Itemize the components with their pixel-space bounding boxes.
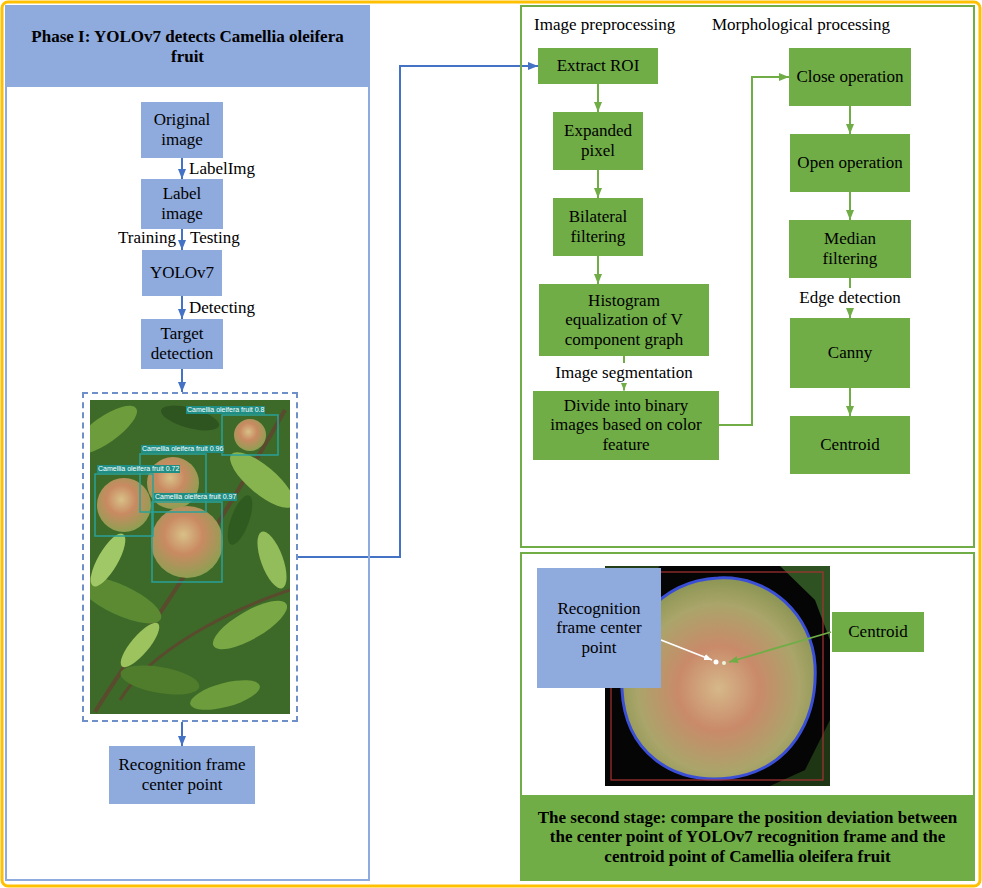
leaf — [115, 618, 165, 672]
process-box: YOLOv7 — [142, 250, 222, 296]
process-box: Target detection — [141, 319, 223, 369]
process-box: Open operation — [790, 134, 910, 192]
panel-heading: Phase I: YOLOv7 detects Camellia oleifer… — [7, 7, 368, 87]
flow-arrow — [849, 388, 851, 416]
fruit — [234, 419, 266, 451]
leaf — [187, 674, 263, 714]
detection-label: Camellia oleifera fruit 0.97 — [154, 493, 237, 501]
stage-heading: Image preprocessing — [534, 15, 675, 35]
callout-box: Recognition frame center point — [537, 568, 661, 688]
process-box: Extract ROI — [538, 48, 658, 84]
box-label: Centroid — [820, 435, 880, 455]
callout-box: Centroid — [832, 612, 924, 652]
box-label: Centroid — [848, 622, 908, 642]
flow-arrow — [719, 77, 789, 425]
flow-arrow — [181, 229, 183, 250]
flow-arrow — [597, 256, 599, 284]
stage-heading: Morphological processing — [712, 15, 890, 35]
comparison-panel: The second stage: compare the position d… — [520, 552, 975, 881]
detection-label: Camellia oleifera fruit 0.8 — [186, 406, 265, 414]
process-box: Recognition frame center point — [109, 746, 255, 804]
leaf — [207, 592, 290, 658]
detection-box — [95, 474, 153, 536]
edge-label: Image segmentation — [552, 363, 695, 383]
flow-arrow — [181, 369, 183, 392]
box-label: Close operation — [796, 67, 903, 87]
orchard-photo — [90, 400, 290, 714]
box-label: Extract ROI — [557, 56, 640, 76]
box-label: Target detection — [147, 324, 217, 363]
box-label: Bilateral filtering — [559, 207, 637, 246]
leaf — [90, 529, 132, 591]
panel-heading: The second stage: compare the position d… — [522, 795, 973, 879]
flow-arrow — [298, 66, 538, 557]
process-box: Median filtering — [789, 220, 911, 278]
leaf — [90, 400, 144, 462]
flow-arrow — [597, 84, 599, 112]
box-label: Open operation — [797, 153, 902, 173]
centroid-point — [722, 661, 726, 665]
detection-label: Camellia oleifera fruit 0.96 — [141, 445, 224, 453]
box-label: Recognition frame center point — [543, 599, 655, 658]
flow-arrow — [597, 170, 599, 198]
box-label: Median filtering — [795, 229, 905, 268]
flow-arrow — [849, 192, 851, 220]
edge-label: Edge detection — [796, 288, 904, 308]
box-label: Original image — [147, 110, 217, 149]
box-label: Canny — [828, 343, 872, 363]
fruit — [97, 478, 151, 532]
leader-line — [661, 640, 712, 660]
fruit — [151, 506, 223, 578]
process-box: Close operation — [789, 48, 911, 106]
process-box: Divide into binary images based on color… — [533, 391, 719, 460]
process-box: Expanded pixel — [553, 112, 643, 170]
process-box: Centroid — [790, 416, 910, 474]
leaf — [251, 528, 290, 592]
leaf — [118, 660, 201, 699]
processing-panel: Image preprocessing Morphological process… — [520, 5, 975, 548]
leader-line — [729, 632, 831, 662]
flow-arrow — [849, 106, 851, 134]
frame-center-point — [714, 660, 719, 665]
box-label: Divide into binary images based on color… — [539, 396, 713, 455]
box-label: YOLOv7 — [150, 263, 214, 283]
flow-arrow — [181, 296, 183, 319]
process-box: Bilateral filtering — [553, 198, 643, 256]
edge-label: Detecting — [189, 298, 255, 318]
flow-note: Training — [118, 228, 176, 248]
box-label: Histogram equalization of V component gr… — [545, 291, 703, 350]
box-label: Expanded pixel — [559, 121, 637, 160]
flow-note: Testing — [190, 228, 240, 248]
detection-label: Camellia oleifera fruit 0.72 — [97, 465, 180, 473]
edge-label: LabelImg — [189, 159, 255, 179]
detection-box — [152, 502, 222, 582]
detection-box — [222, 415, 278, 455]
detection-photo-frame: Camellia oleifera fruit 0.8Camellia olei… — [82, 392, 298, 722]
flow-arrow — [181, 158, 183, 179]
process-box: Histogram equalization of V component gr… — [539, 284, 709, 356]
branch — [95, 410, 285, 712]
process-box: Label image — [141, 179, 223, 229]
process-box: Canny — [790, 318, 910, 388]
detection-box — [140, 454, 206, 512]
box-label: Label image — [147, 184, 217, 223]
process-box: Original image — [141, 102, 223, 158]
phase-panel: Phase I: YOLOv7 detects Camellia oleifer… — [5, 5, 370, 881]
flow-arrow — [181, 722, 183, 746]
box-label: Recognition frame center point — [115, 755, 249, 794]
